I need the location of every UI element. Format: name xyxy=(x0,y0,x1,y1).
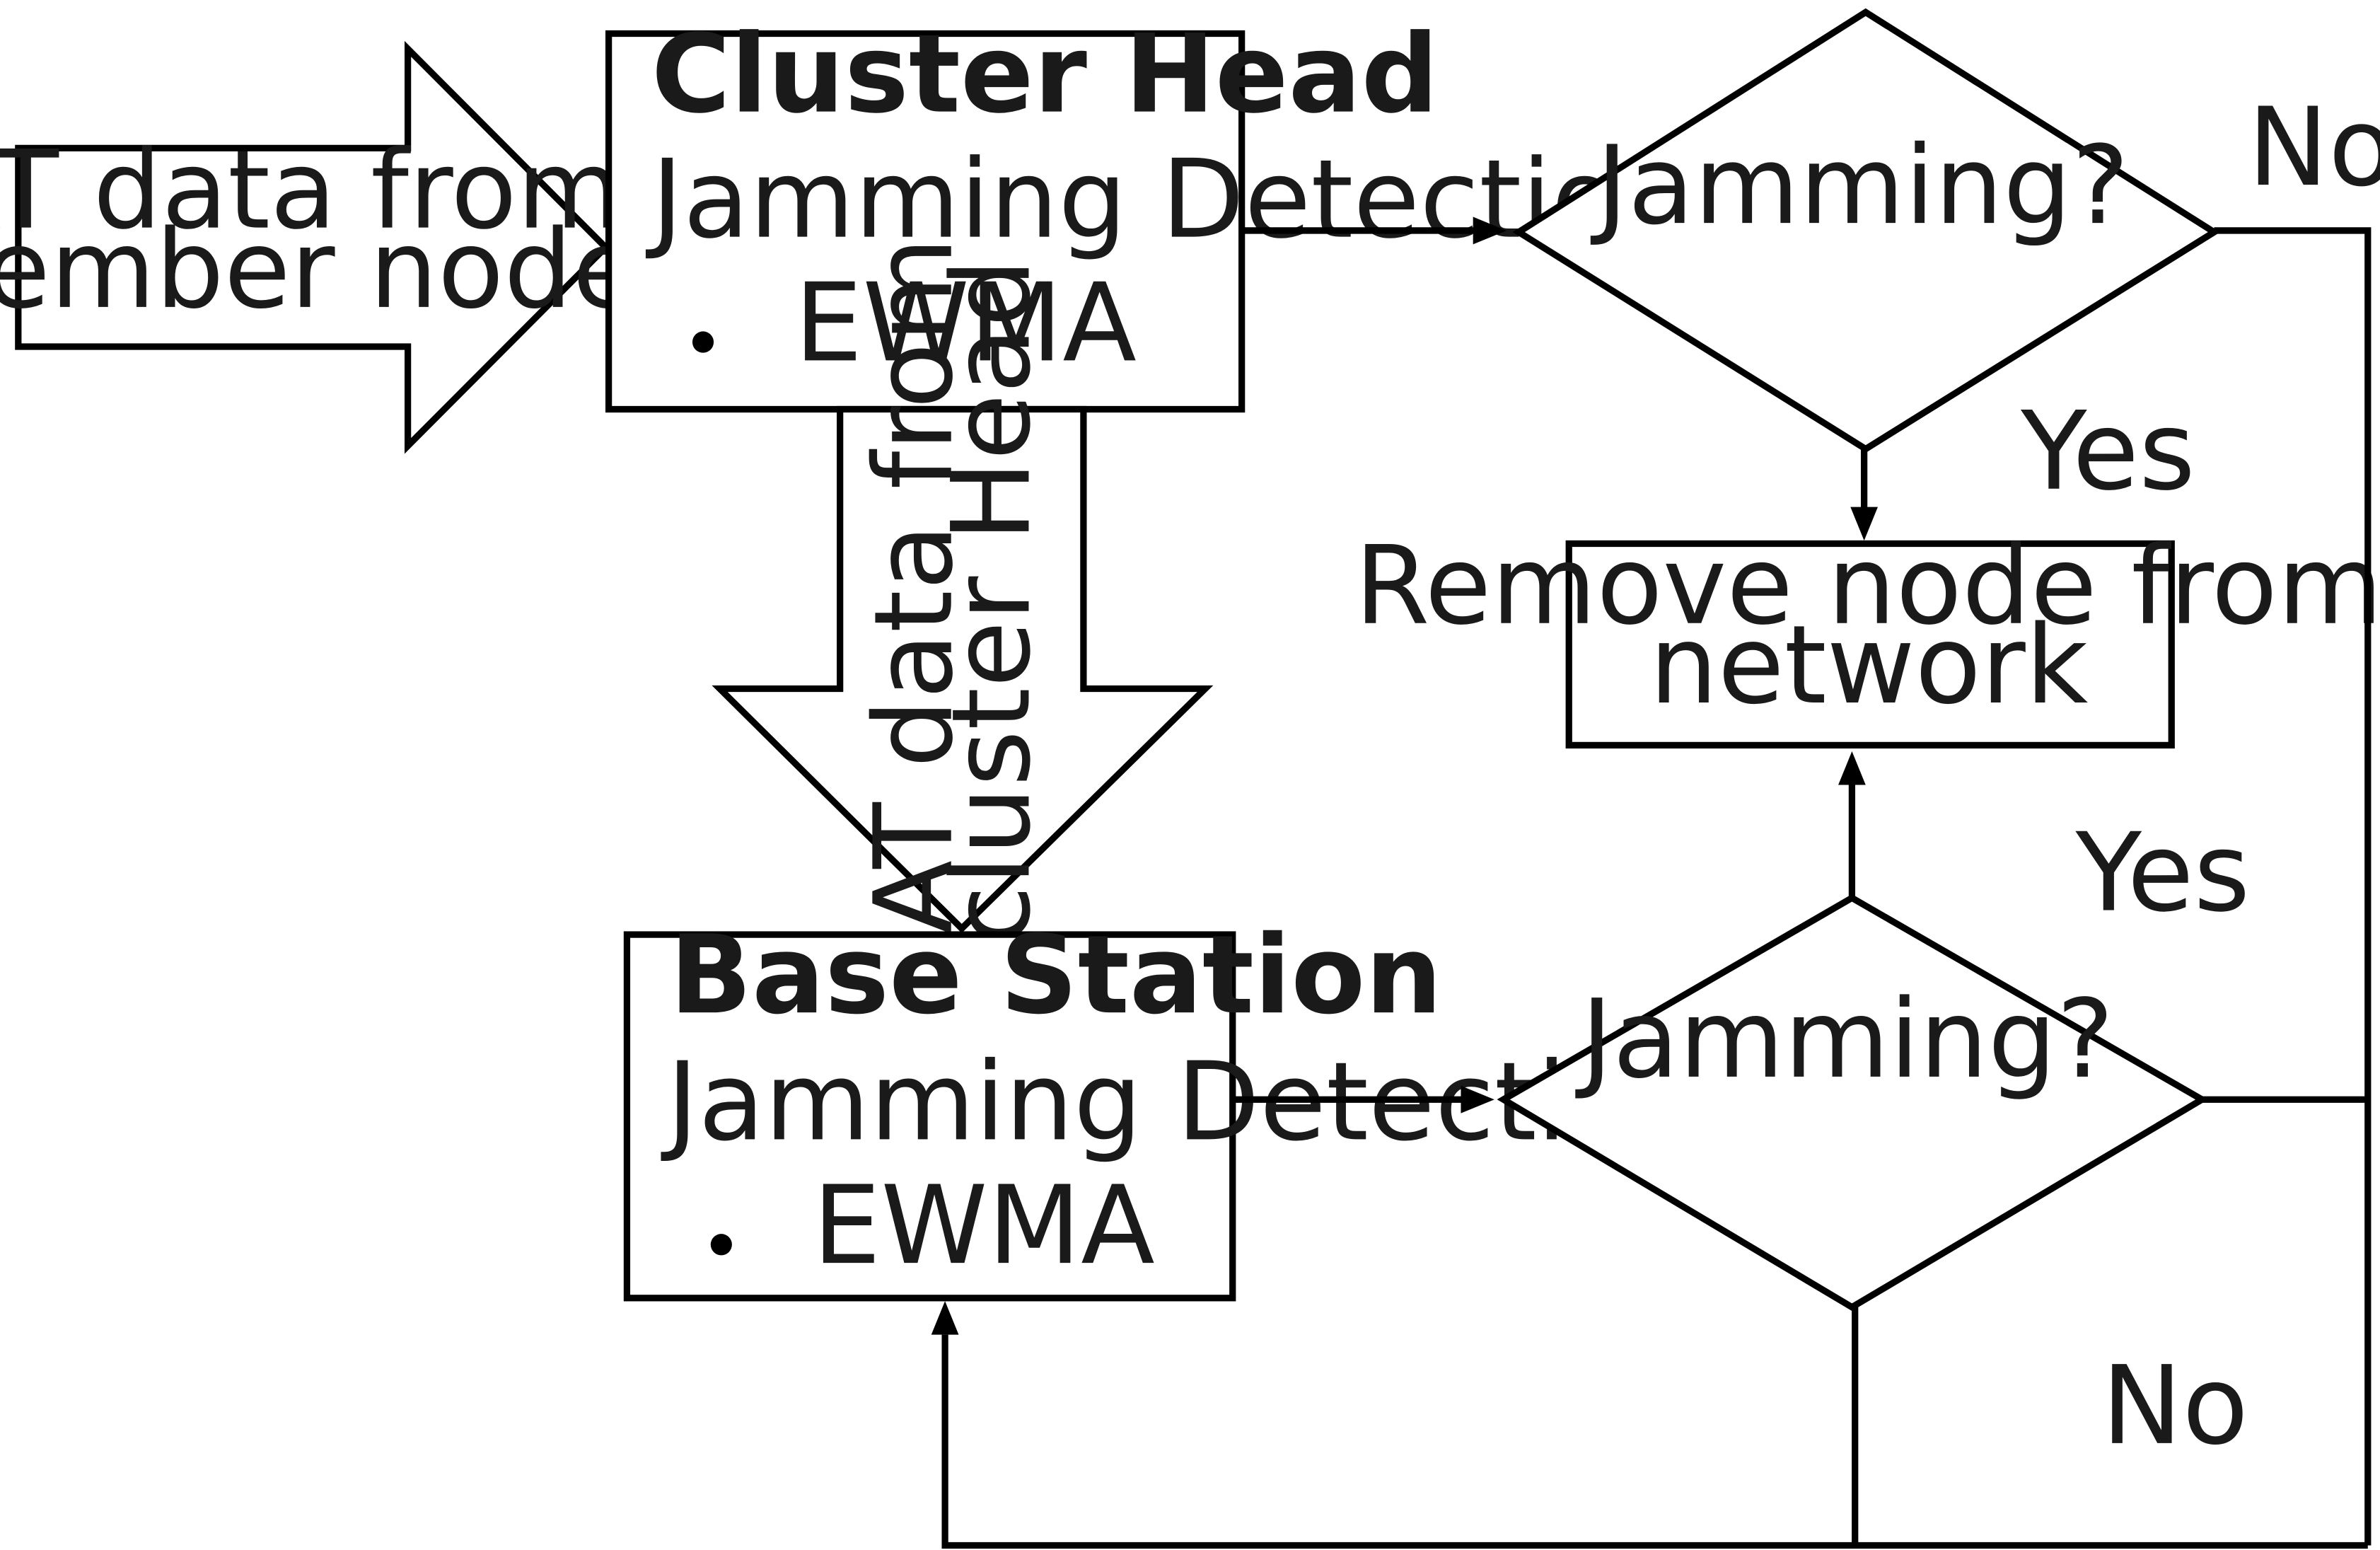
decision-top-no-label: No xyxy=(2248,85,2380,211)
arrowhead-icon xyxy=(1850,507,1878,541)
decision-top-label: Jamming? xyxy=(1591,123,2130,249)
remove-node-box: Remove node from network xyxy=(1354,523,2380,749)
base-station-box: Base Station Jamming Detection EWMA xyxy=(623,913,1701,1302)
arrowhead-icon xyxy=(1838,751,1866,785)
cluster-head-box: Cluster Head Jamming Detection EWMA xyxy=(605,11,1686,413)
cluster-head-bullet-text: EWMA xyxy=(794,260,1137,386)
cluster-head-title: Cluster Head xyxy=(651,11,1439,137)
down-arrow-line2: cluster Head xyxy=(929,258,1055,945)
arrowhead-icon xyxy=(931,1301,959,1335)
decision-top: Jamming? xyxy=(1512,8,2221,453)
cluster-head-bullet-icon xyxy=(692,331,714,353)
connector-top-yes xyxy=(1850,449,1878,541)
down-block-arrow: IAT data from cluster Head xyxy=(712,237,1214,966)
base-station-title: Base Station xyxy=(670,913,1442,1039)
connector-top-no xyxy=(2214,227,2372,1546)
input-arrow-line1: IAT data from xyxy=(0,127,622,253)
down-arrow-shape xyxy=(712,405,1214,933)
connector-base-to-decision xyxy=(1232,1085,1494,1114)
down-arrow-line1: IAT data from xyxy=(852,237,977,966)
connector-bottom-yes xyxy=(1838,751,1866,898)
decision-bottom: Jamming? xyxy=(1497,893,2209,1312)
base-station-rect xyxy=(623,931,1236,1302)
input-arrow-shape xyxy=(15,40,610,454)
remove-node-line1: Remove node from xyxy=(1354,523,2380,649)
decision-bottom-label: Jamming? xyxy=(1575,977,2114,1103)
connector-loop-to-base xyxy=(931,1301,2368,1549)
remove-node-rect xyxy=(1565,540,2175,749)
decision-bottom-no-label: No xyxy=(2101,1343,2248,1469)
arrowhead-icon xyxy=(1473,216,1507,245)
decision-top-yes-label: Yes xyxy=(2020,389,2195,515)
cluster-head-rect xyxy=(605,30,1246,413)
connector-cluster-to-decision xyxy=(1241,216,1507,245)
cluster-head-subtitle: Jamming Detection xyxy=(646,137,1686,262)
base-station-bullet-icon xyxy=(710,1234,732,1256)
decision-bottom-yes-label: Yes xyxy=(2075,810,2251,936)
remove-node-line2: network xyxy=(1649,603,2089,729)
arrowhead-icon xyxy=(1461,1085,1494,1114)
base-station-bullet-text: EWMA xyxy=(813,1163,1155,1289)
